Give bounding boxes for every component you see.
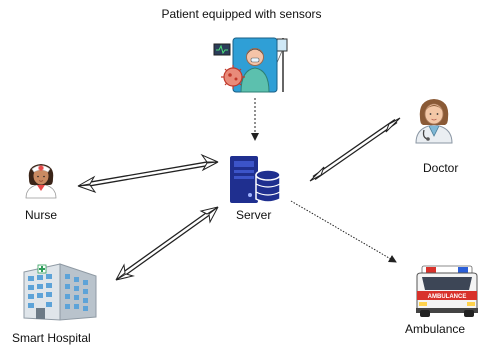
edge-server-doctor — [309, 117, 401, 182]
doctor-label: Doctor — [423, 161, 459, 175]
server-label: Server — [236, 208, 272, 222]
smart-hospital-label: Smart Hospital — [12, 331, 91, 345]
ambulance-label: Ambulance — [405, 322, 466, 336]
server-icon — [228, 153, 282, 205]
edge-server-ambulance — [290, 200, 397, 263]
edge-server-hospital — [115, 206, 219, 281]
svg-text:AMBULANCE: AMBULANCE — [428, 294, 467, 300]
edge-server-nurse — [77, 153, 219, 193]
doctor-icon — [412, 96, 456, 144]
patient-with-sensors-icon — [213, 36, 291, 94]
ambulance-icon: AMBULANCE — [414, 264, 480, 318]
smart-hospital-icon — [20, 262, 100, 324]
nurse-label: Nurse — [25, 208, 58, 222]
patient-label: Patient equipped with sensors — [161, 7, 322, 21]
nurse-icon — [24, 161, 58, 199]
